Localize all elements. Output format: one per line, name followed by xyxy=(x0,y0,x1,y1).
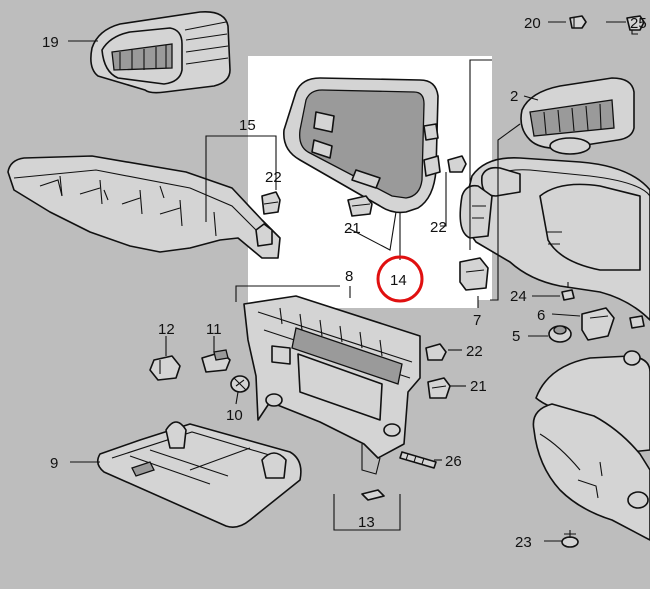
callout-21-a[interactable]: 21 xyxy=(344,220,361,237)
part-14-meter-bezel[interactable] xyxy=(283,77,441,214)
callout-23[interactable]: 23 xyxy=(515,534,532,551)
steering-column-cover xyxy=(532,355,650,541)
callout-15[interactable]: 15 xyxy=(239,117,256,134)
dashboard-body xyxy=(459,157,650,321)
callout-6[interactable]: 6 xyxy=(537,307,545,324)
callout-2[interactable]: 2 xyxy=(510,88,518,105)
part-22-clip-a[interactable] xyxy=(261,191,281,215)
part-15-lower-panel[interactable] xyxy=(7,155,281,259)
part-4-fitting[interactable] xyxy=(623,350,641,366)
highlight-circle xyxy=(376,255,424,303)
callout-11[interactable]: 11 xyxy=(206,321,222,338)
part-25-clip[interactable] xyxy=(626,15,645,35)
part-12-switch[interactable] xyxy=(149,355,181,381)
part-8-glove-box-frame[interactable] xyxy=(243,295,421,475)
callout-19[interactable]: 19 xyxy=(42,34,59,51)
part-2-air-vent[interactable] xyxy=(520,77,635,155)
callout-22-c[interactable]: 22 xyxy=(466,343,483,360)
part-7-bracket[interactable] xyxy=(459,257,489,291)
callout-20[interactable]: 20 xyxy=(524,15,541,32)
callout-9[interactable]: 9 xyxy=(50,455,58,472)
callout-10[interactable]: 10 xyxy=(226,407,243,424)
part-11-switch[interactable] xyxy=(201,349,231,373)
callout-labels: 19 20 25 2 15 22 21 14 22 7 8 24 6 5 12 … xyxy=(42,15,647,551)
part-26-pin[interactable] xyxy=(399,451,437,469)
part-10-damper[interactable] xyxy=(230,375,250,393)
part-24-screw[interactable] xyxy=(561,282,575,301)
callout-24[interactable]: 24 xyxy=(510,288,527,305)
callout-26[interactable]: 26 xyxy=(445,453,462,470)
callout-14[interactable]: 14 xyxy=(390,272,407,289)
callout-22-b[interactable]: 22 xyxy=(430,219,447,236)
part-5-knob[interactable] xyxy=(548,325,572,343)
part-13-pad[interactable] xyxy=(361,489,385,501)
leader-lines xyxy=(68,21,626,542)
part-23-screw[interactable] xyxy=(561,530,579,548)
part-25-screw-b[interactable] xyxy=(629,315,645,329)
callout-5[interactable]: 5 xyxy=(512,328,520,345)
callout-7[interactable]: 7 xyxy=(473,312,481,329)
callout-25[interactable]: 25 xyxy=(630,15,647,32)
callout-12[interactable]: 12 xyxy=(158,321,175,338)
part-9-glove-box-lid[interactable] xyxy=(96,421,302,528)
callout-8[interactable]: 8 xyxy=(345,268,353,285)
part-19-air-vent[interactable] xyxy=(90,10,231,94)
part-22-clip-c[interactable] xyxy=(425,343,447,361)
part-22-clip-b[interactable] xyxy=(447,155,467,173)
part-6-connector[interactable] xyxy=(581,307,615,341)
callout-22-a[interactable]: 22 xyxy=(265,169,282,186)
part-20-clip[interactable] xyxy=(569,15,587,29)
part-21-clip-b[interactable] xyxy=(427,377,451,399)
callout-13[interactable]: 13 xyxy=(358,514,375,531)
part-21-clip-a[interactable] xyxy=(347,195,373,217)
callout-21-b[interactable]: 21 xyxy=(470,378,487,395)
